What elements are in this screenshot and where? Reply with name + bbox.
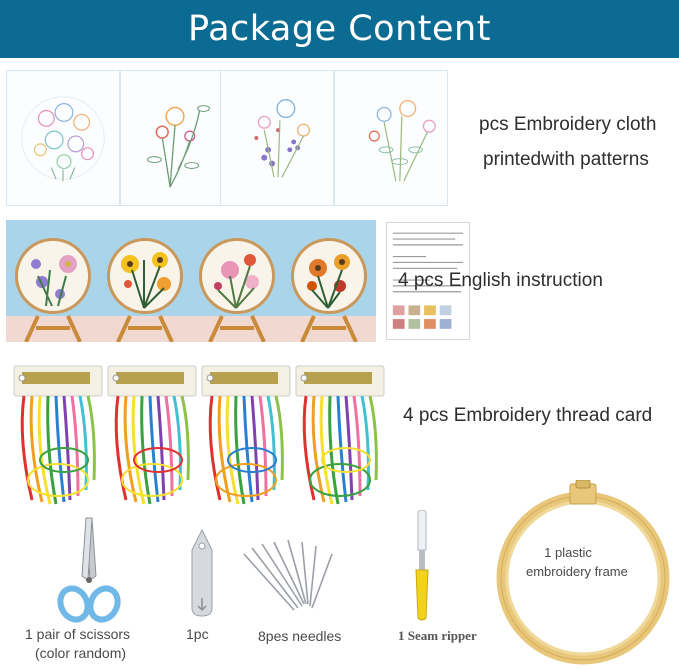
thread-card-2 xyxy=(106,360,198,510)
instruction-cover-1 xyxy=(6,220,100,342)
embroidery-frame-icon xyxy=(494,479,672,668)
instruction-cover-2 xyxy=(98,220,192,342)
page-title: Package Content xyxy=(188,9,491,49)
thread-card-3 xyxy=(200,360,292,510)
frame-label-line1: 1 plastic xyxy=(544,545,592,560)
header-banner: Package Content xyxy=(0,0,679,58)
threader-label: 1pc xyxy=(186,626,209,642)
instruction-cover-4 xyxy=(282,220,376,342)
frame-label-line2: embroidery frame xyxy=(526,564,628,579)
scissors-icon xyxy=(56,514,122,624)
needles-label: 8pes needles xyxy=(258,628,342,644)
printed-cloth-2 xyxy=(120,70,234,206)
printed-cloth-3 xyxy=(220,70,334,206)
instruction-sheet xyxy=(386,222,470,340)
thread-label: 4 pcs Embroidery thread card xyxy=(403,405,653,426)
thread-card-1 xyxy=(12,360,104,510)
needle-threader-icon xyxy=(188,528,216,620)
needles-icon xyxy=(240,538,344,618)
cloth-label-line1: pcs Embroidery cloth xyxy=(479,114,657,135)
instruction-label: 4 pcs English instruction xyxy=(398,270,603,291)
scissors-label-line2: (color random) xyxy=(35,645,127,661)
ripper-label: 1 Seam ripper xyxy=(398,628,477,643)
thread-card-4 xyxy=(294,360,386,510)
seam-ripper-icon xyxy=(410,509,434,622)
scissors-label-line1: 1 pair of scissors xyxy=(25,626,131,642)
printed-cloth-4 xyxy=(334,70,448,206)
cloth-label-line2: printedwith patterns xyxy=(483,149,649,170)
instruction-cover-3 xyxy=(190,220,284,342)
printed-cloth-1 xyxy=(6,70,120,206)
